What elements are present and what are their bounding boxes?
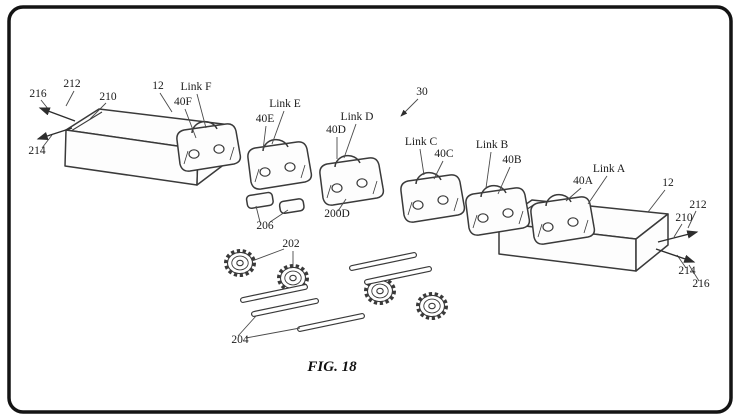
ref-label-26-204: 204	[231, 334, 249, 346]
ref-label-6-40f: 40F	[174, 96, 192, 108]
ref-label-9-link-d: Link D	[341, 111, 374, 123]
ref-label-12-link-c: Link C	[405, 136, 438, 148]
ref-label-7-link-e: Link E	[269, 98, 301, 110]
motion-arrows	[36, 98, 699, 263]
ref-label-5-link-f: Link F	[181, 81, 212, 93]
link-f-part	[176, 120, 242, 172]
ref-label-16-link-a: Link A	[593, 163, 626, 175]
ref-label-0-216: 216	[29, 88, 47, 100]
ref-label-23-206: 206	[256, 220, 274, 232]
ref-label-15-40b: 40B	[502, 154, 522, 166]
link-e-part	[247, 138, 313, 190]
ref-label-19-212: 212	[689, 199, 707, 211]
ref-label-14-link-b: Link B	[476, 139, 509, 151]
ref-label-10-40d: 40D	[326, 124, 346, 136]
figure-frame	[7, 5, 733, 414]
ref-label-22-216: 216	[692, 278, 710, 290]
link-b-part	[465, 184, 531, 236]
link-c-part	[400, 171, 466, 223]
ref-label-24-200d: 200D	[324, 208, 350, 220]
ref-label-11-30: 30	[416, 86, 428, 98]
ref-label-1-212: 212	[63, 78, 81, 90]
link-a-part	[530, 193, 596, 245]
ref-label-3-214: 214	[28, 145, 46, 157]
ref-label-18-12: 12	[662, 177, 674, 189]
ref-label-20-210: 210	[675, 212, 693, 224]
link-d-part	[319, 154, 385, 206]
ref-label-8-40e: 40E	[256, 113, 275, 125]
ref-label-2-210: 210	[99, 91, 117, 103]
gear-icon	[224, 249, 256, 277]
ref-label-21-214: 214	[678, 265, 696, 277]
ref-label-17-40a: 40A	[573, 175, 594, 187]
leader-lines	[40, 90, 700, 339]
ref-label-13-40c: 40C	[434, 148, 454, 160]
ref-label-25-202: 202	[282, 238, 300, 250]
ref-label-4-12: 12	[152, 80, 164, 92]
figure-caption: FIG. 18	[306, 359, 357, 375]
gear-icon	[416, 292, 448, 320]
